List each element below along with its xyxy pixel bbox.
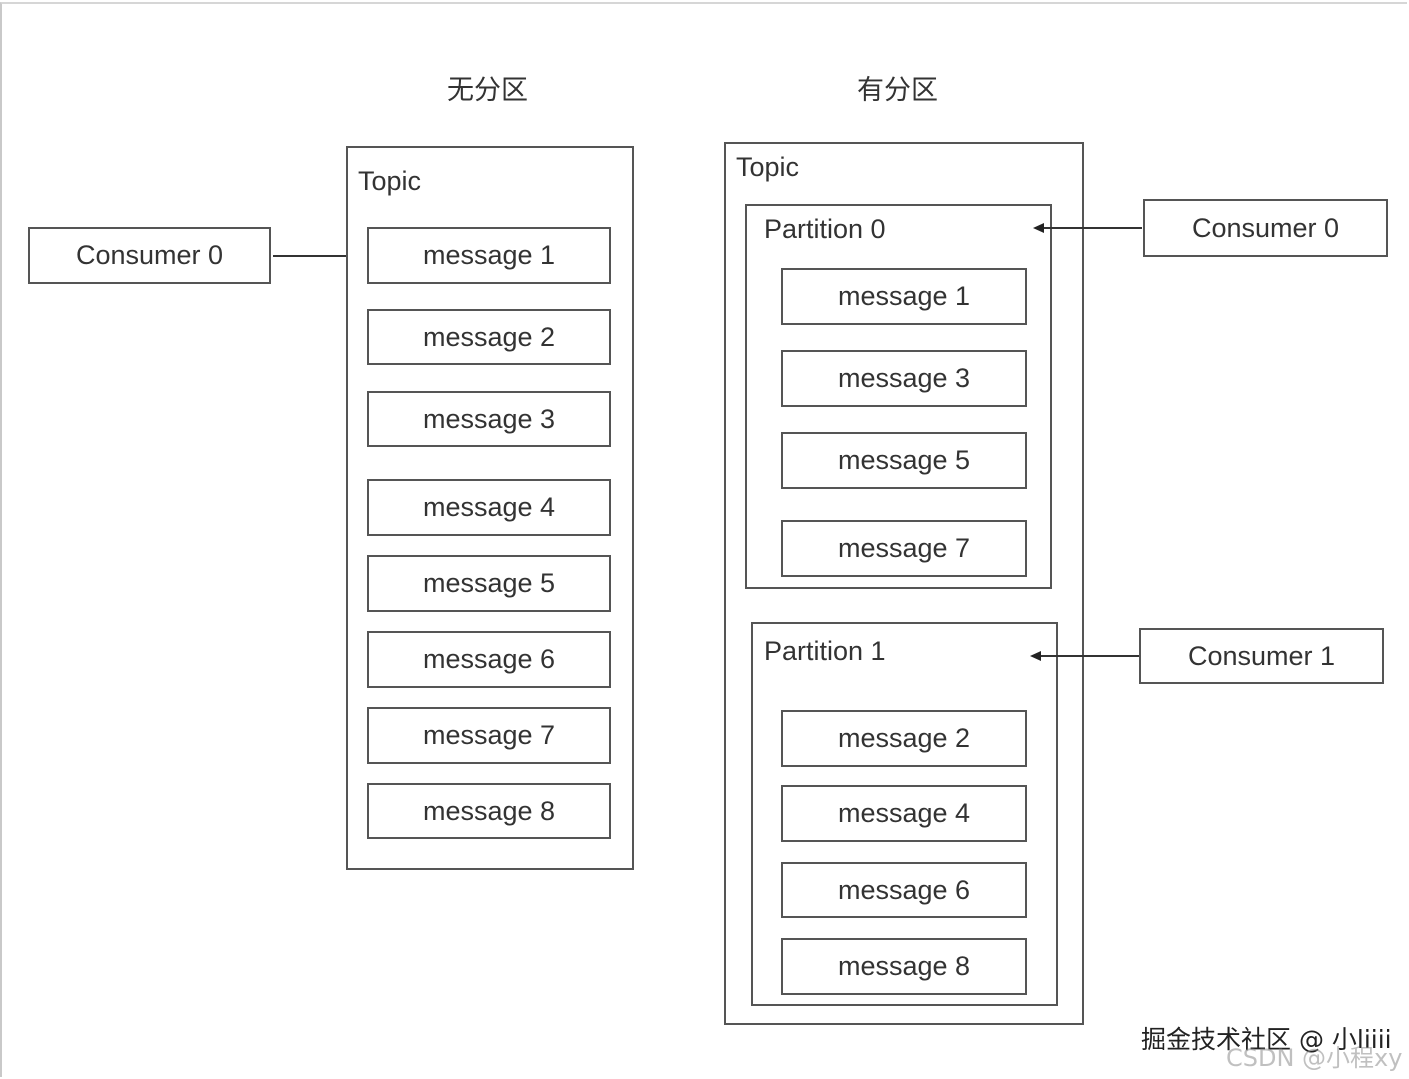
partition-0-label: Partition 0 [764,214,886,244]
p1-message-6: message 6 [781,862,1027,918]
right-consumer-1: Consumer 1 [1139,628,1384,684]
p0-message-5: message 5 [781,432,1027,489]
p0-message-7: message 7 [781,520,1027,577]
heading-with-partition: 有分区 [857,75,938,106]
csdn-watermark: CSDN @小程xy [1226,1044,1403,1072]
left-message-3: message 3 [367,391,611,447]
left-message-1: message 1 [367,227,611,284]
right-consumer-0: Consumer 0 [1143,199,1388,257]
left-message-7: message 7 [367,707,611,764]
left-message-8: message 8 [367,783,611,839]
p1-message-4: message 4 [781,785,1027,842]
partition-1-label: Partition 1 [764,636,886,666]
right-topic-label: Topic [736,152,800,182]
left-topic-label: Topic [358,166,422,196]
consumer-0-arrow [1033,223,1142,233]
left-message-2: message 2 [367,309,611,365]
p1-message-8: message 8 [781,938,1027,995]
consumer-1-arrow [1030,651,1139,661]
left-message-6: message 6 [367,631,611,688]
p0-message-1: message 1 [781,268,1027,325]
p0-message-3: message 3 [781,350,1027,407]
heading-no-partition: 无分区 [447,75,528,106]
left-message-4: message 4 [367,479,611,536]
left-message-5: message 5 [367,555,611,612]
p1-message-2: message 2 [781,710,1027,767]
juejin-watermark: 掘金技术社区 @ 小liiii [1141,1025,1392,1054]
left-consumer-0: Consumer 0 [28,227,271,284]
